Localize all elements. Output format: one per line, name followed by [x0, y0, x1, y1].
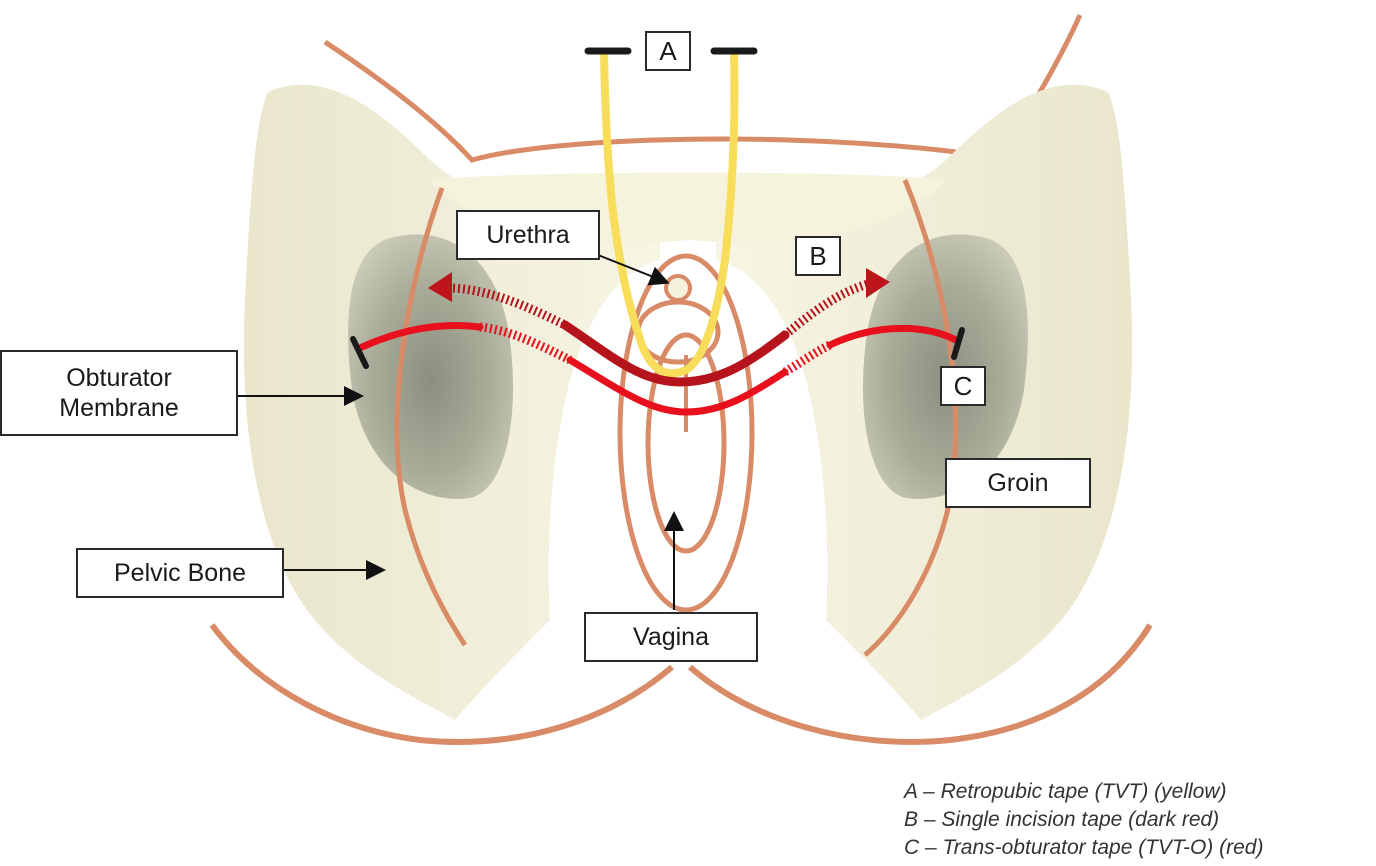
marker-b: B: [795, 236, 841, 276]
obturator-membrane-label: Obturator Membrane: [0, 350, 238, 436]
groin-label: Groin: [945, 458, 1091, 508]
legend-item-a: A – Retropubic tape (TVT) (yellow): [904, 778, 1263, 806]
obturator-membrane-line2: Membrane: [59, 393, 179, 423]
urethra-opening: [666, 276, 690, 300]
marker-c: C: [940, 366, 986, 406]
marker-a: A: [645, 31, 691, 71]
obturator-membrane-line1: Obturator: [66, 363, 172, 393]
legend-item-c: C – Trans-obturator tape (TVT-O) (red): [904, 834, 1263, 862]
urethra-label: Urethra: [456, 210, 600, 260]
top-outline: [325, 15, 1080, 160]
legend: A – Retropubic tape (TVT) (yellow) B – S…: [904, 778, 1263, 862]
pelvic-bone-label: Pelvic Bone: [76, 548, 284, 598]
vagina-label: Vagina: [584, 612, 758, 662]
outer-vaginal-ring: [620, 256, 752, 610]
legend-item-b: B – Single incision tape (dark red): [904, 806, 1263, 834]
